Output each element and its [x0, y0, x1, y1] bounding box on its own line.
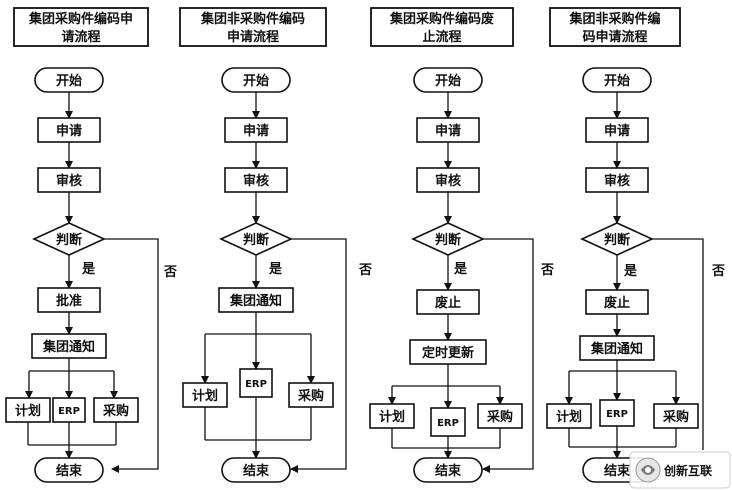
flow-4-end: 结束: [604, 463, 631, 479]
flow-1-branch-3: 采购: [102, 403, 129, 419]
flow-1-review: 审核: [56, 173, 82, 189]
flow-3-yes: 是: [453, 262, 468, 277]
flow-1-apply: 申请: [56, 123, 82, 139]
watermark-text: 创新互联: [663, 463, 712, 478]
flow-4: 集团非采购件编 码申请流程 开始 申请 审核 判断 是 否 废止 集团通知 计划…: [546, 7, 725, 483]
flow-3-decide: 判断: [435, 232, 461, 248]
flow-4-branch-2: ERP: [606, 409, 628, 420]
flow-2-branch-2: ERP: [245, 379, 267, 390]
flow-1-branch-1: 计划: [15, 403, 41, 419]
flow-2-title-line-2: 申请流程: [227, 29, 279, 45]
flow-2-middle-1: 集团通知: [229, 293, 282, 309]
flow-3-end: 结束: [435, 463, 462, 479]
flow-4-title-line-2: 码申请流程: [582, 29, 647, 45]
flow-2-apply: 申请: [243, 123, 269, 139]
flow-4-yes: 是: [623, 264, 638, 279]
flow-1-decide: 判断: [56, 232, 82, 248]
flow-3-middle-2: 定时更新: [421, 345, 474, 361]
flow-4-middle-2: 集团通知: [590, 341, 643, 357]
flow-2-yes: 是: [268, 262, 283, 277]
flow-2-start: 开始: [243, 73, 269, 89]
flow-4-start: 开始: [604, 73, 630, 89]
flow-2: 集团非采购件编码 申请流程 开始 申请 审核 判断 是 否 集团通知 计划 ER…: [179, 7, 372, 483]
flow-3-review: 审核: [435, 173, 461, 189]
flow-1-yes: 是: [81, 262, 96, 277]
flow-4-no: 否: [711, 264, 725, 279]
flow-1-end: 结束: [56, 463, 83, 479]
flow-1-no: 否: [163, 265, 177, 280]
flow-3-start: 开始: [435, 73, 461, 89]
flow-3-title-line-2: 止流程: [422, 29, 461, 45]
flow-2-title-line-1: 集团非采购件编码: [200, 11, 305, 27]
flow-1-title-line-1: 集团采购件编码申: [28, 11, 133, 27]
flow-3-middle-1: 废止: [435, 295, 461, 311]
flow-4-title-line-1: 集团非采购件编: [568, 11, 660, 27]
flow-3-apply: 申请: [435, 123, 461, 139]
flow-3-no: 否: [540, 263, 554, 278]
flow-4-apply: 申请: [604, 123, 630, 139]
flow-1-middle-2: 集团通知: [42, 339, 95, 355]
flow-1-start: 开始: [56, 73, 82, 89]
flow-1-title-line-2: 请流程: [61, 29, 100, 45]
flow-2-branch-3: 采购: [297, 388, 324, 404]
flow-2-end: 结束: [243, 463, 270, 479]
flow-2-no: 否: [358, 263, 372, 278]
flow-4-decide: 判断: [604, 232, 630, 248]
flow-1-middle-1: 批准: [56, 293, 82, 309]
flow-2-decide: 判断: [243, 232, 269, 248]
flow-3-branch-3: 采购: [486, 409, 513, 425]
flow-4-review: 审核: [604, 173, 630, 189]
flow-3-branch-2: ERP: [437, 418, 459, 429]
watermark: 创新互联: [629, 451, 731, 489]
flow-1-branch-2: ERP: [58, 406, 80, 417]
flow-4-middle-1: 废止: [604, 295, 630, 311]
flow-4-branch-1: 计划: [556, 409, 582, 425]
flow-3-title-line-1: 集团采购件编码废: [389, 11, 494, 27]
flow-3: 集团采购件编码废 止流程 开始 申请 审核 判断 是 否 废止 定时更新 计划 …: [369, 7, 554, 483]
flow-3-branch-1: 计划: [379, 409, 405, 425]
flow-2-branch-1: 计划: [192, 388, 218, 404]
flow-2-review: 审核: [243, 173, 269, 189]
flow-1: 集团采购件编码申 请流程 开始 申请 审核 判断 是 否 批准 集团通知 计划 …: [5, 7, 177, 483]
logo-icon: [635, 457, 661, 483]
flow-4-branch-3: 采购: [662, 409, 689, 425]
